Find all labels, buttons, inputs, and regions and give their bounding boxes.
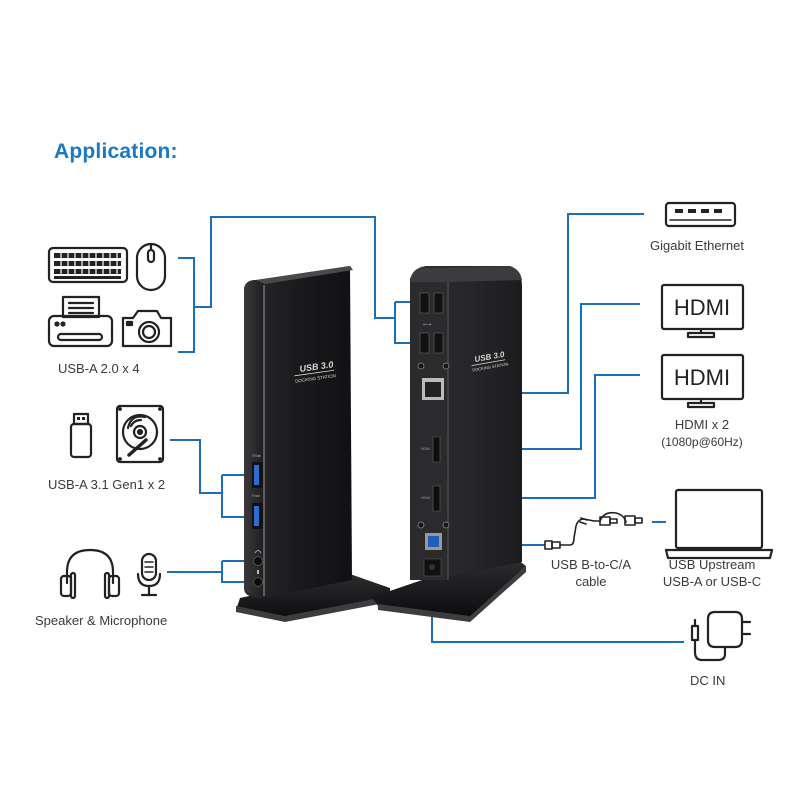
usb3-connector-line <box>170 439 222 494</box>
mouse-icon <box>135 242 167 292</box>
monitor-label: HDMI <box>674 295 730 320</box>
page-title: Application: <box>54 140 178 163</box>
usb3-label: USB-A 3.1 Gen1 x 2 <box>48 477 166 492</box>
monitor-icon <box>660 353 745 409</box>
upstream-label-line1: USB Upstream <box>668 557 756 572</box>
svg-text:USB 3.0: USB 3.0 <box>299 359 334 374</box>
usb-cable-icon <box>544 511 643 550</box>
printer-icon <box>47 295 114 348</box>
usb3-connector-line <box>221 475 250 518</box>
hdmi-resolution-label: (1080p@60Hz) <box>661 435 743 449</box>
cable-label-line2: cable <box>575 574 607 589</box>
usb2-connector-line <box>194 216 395 319</box>
dock-base <box>372 560 526 618</box>
dock-base <box>236 574 390 620</box>
audio-label: Speaker & Microphone <box>35 613 168 628</box>
dock-body <box>244 266 352 598</box>
svg-text:⇜⇝: ⇜⇝ <box>423 322 431 328</box>
laptop-icon <box>664 488 774 560</box>
svg-text:Fast: Fast <box>252 493 261 498</box>
rear-dc-jack <box>423 558 442 577</box>
front-usb3-port: SS⇄ Fast <box>252 453 263 529</box>
usb-flash-drive-icon <box>69 412 93 459</box>
usb2-label: USB-A 2.0 x 4 <box>58 361 140 376</box>
ethernet-port-icon <box>664 201 737 228</box>
ethernet-label: Gigabit Ethernet <box>650 238 744 253</box>
rear-usb-b-port <box>425 533 442 550</box>
upstream-label-line2: USB-A or USB-C <box>662 574 762 589</box>
audio-connector-line <box>221 561 254 583</box>
svg-text:DOCKING STATION: DOCKING STATION <box>295 373 336 384</box>
keyboard-icon <box>47 246 129 284</box>
dock-brand-logo: USB 3.0 DOCKING STATION <box>294 359 336 384</box>
rear-ethernet-port <box>422 378 444 400</box>
svg-text:SS⇄: SS⇄ <box>252 453 261 458</box>
headphones-icon <box>59 548 121 600</box>
rear-usb2-ports: ⇜⇝ <box>419 292 444 354</box>
hdmi-label: HDMI x 2 <box>674 417 730 432</box>
svg-text:DOCKING STATION: DOCKING STATION <box>472 361 509 372</box>
svg-text:HDMI: HDMI <box>421 496 430 500</box>
front-audio-jacks <box>253 550 263 587</box>
svg-text:HDMI: HDMI <box>421 447 430 451</box>
dock-rear-view: ⇜⇝ HDMI HDMI USB 3.0 <box>372 266 526 622</box>
microphone-icon <box>136 552 162 597</box>
camera-icon <box>121 309 173 348</box>
monitor-icon <box>660 283 745 339</box>
usb2-connector-line <box>178 257 195 353</box>
monitor-label: HDMI <box>674 365 730 390</box>
dc-in-label: DC IN <box>690 673 726 688</box>
dock-front-view: USB 3.0 DOCKING STATION SS⇄ Fast <box>236 266 390 622</box>
power-adapter-icon <box>690 610 752 662</box>
cable-label-line1: USB B-to-C/A <box>550 557 632 572</box>
rear-hdmi-ports: HDMI HDMI <box>421 436 441 512</box>
hard-drive-icon <box>115 404 165 464</box>
